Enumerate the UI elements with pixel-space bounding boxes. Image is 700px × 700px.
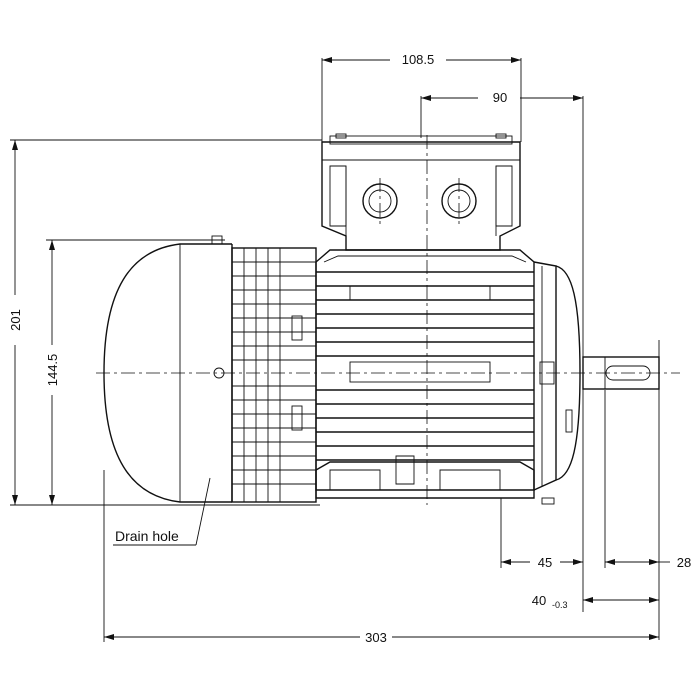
dim-overall-height: 201 [8, 309, 23, 331]
dim-shaft-extension: 40 [532, 593, 546, 608]
dim-shaft-extension-tolerance: -0.3 [552, 600, 568, 610]
dim-overall-length: 303 [365, 630, 387, 645]
fan-cover [103, 235, 233, 503]
dim-shaft-length: 28 [677, 555, 691, 570]
cooling-fins-rear [231, 247, 317, 503]
dim-terminal-box-width: 108.5 [402, 52, 435, 67]
drive-end-shield [533, 261, 581, 505]
shaft [582, 356, 660, 390]
motor-housing [315, 249, 535, 499]
dim-terminal-box-offset: 90 [493, 90, 507, 105]
drain-hole-label: Drain hole [115, 528, 179, 544]
dim-frame-height: 144.5 [45, 354, 60, 387]
cable-gland-left-icon [362, 183, 398, 219]
dimension-text: 108.5 90 201 144.5 45 28 40 -0.3 303 Dra… [8, 52, 691, 645]
cable-gland-right-icon [441, 183, 477, 219]
dimension-lines [10, 57, 670, 642]
dim-foot-to-shoulder: 45 [538, 555, 552, 570]
center-lines [96, 135, 680, 505]
drain-hole-icon [213, 367, 225, 379]
terminal-box [321, 133, 521, 251]
